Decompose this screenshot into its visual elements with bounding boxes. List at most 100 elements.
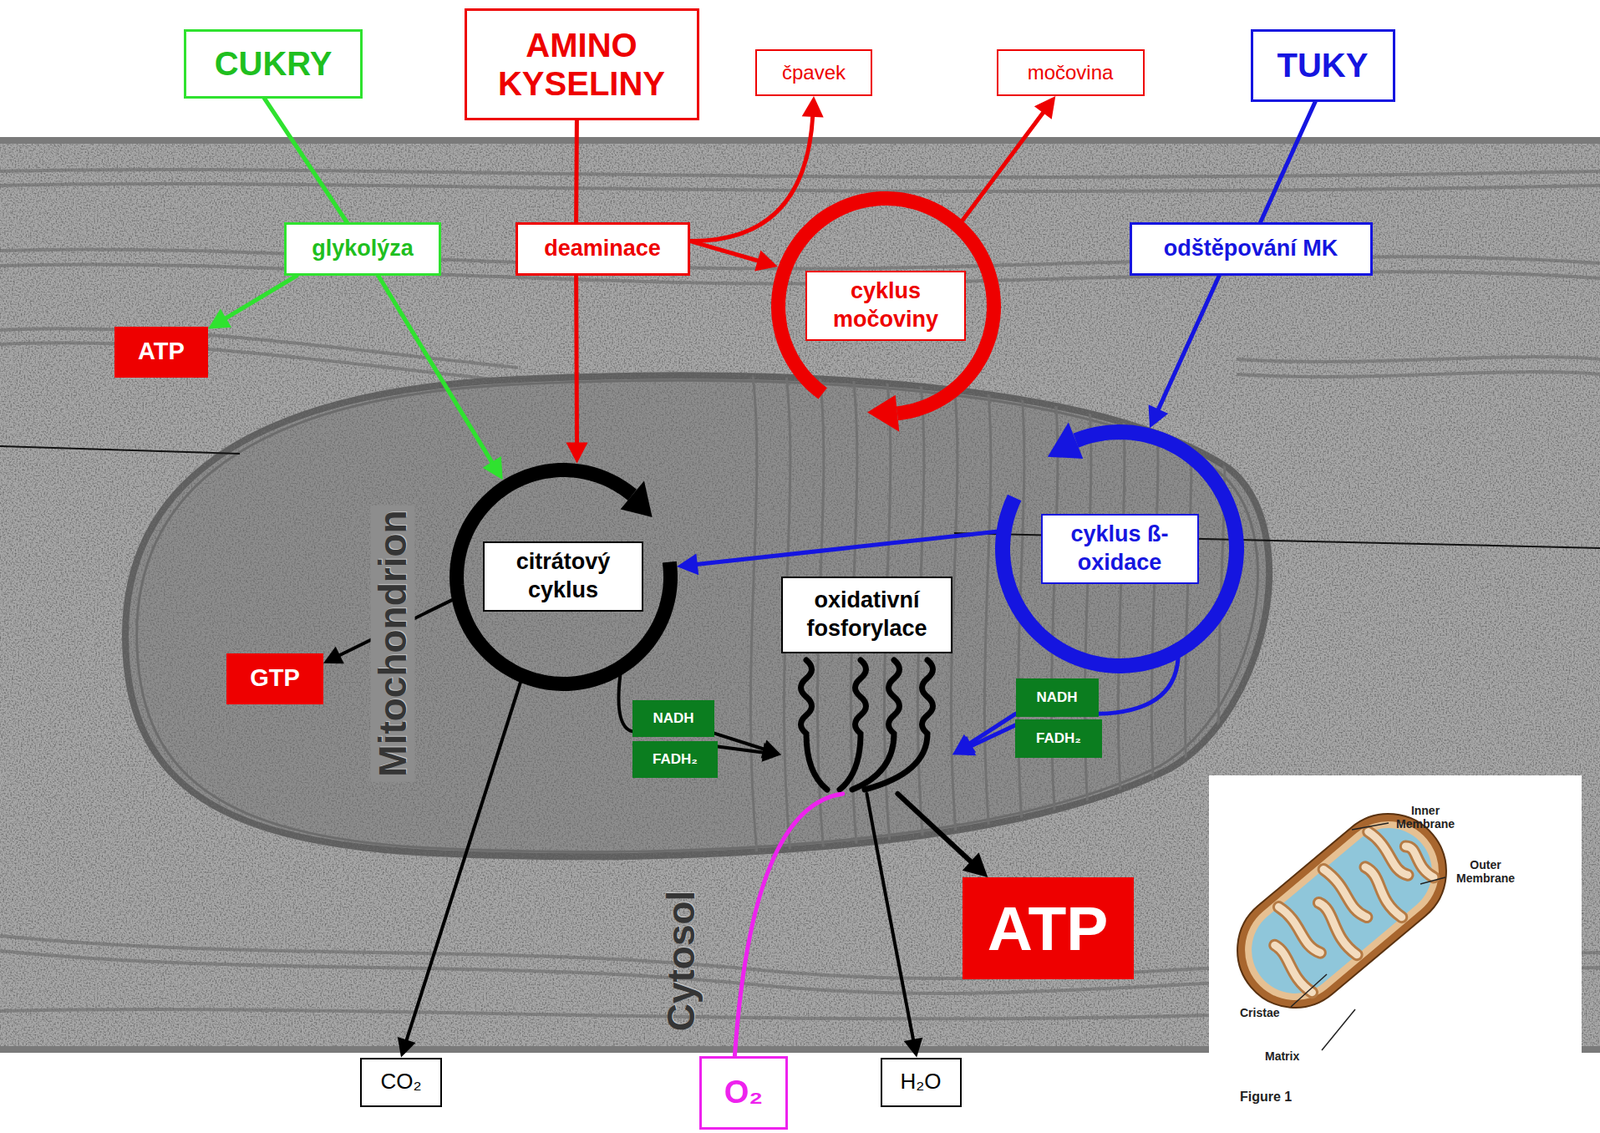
scratch-line bbox=[0, 446, 240, 454]
inset-panel bbox=[1208, 775, 1582, 1128]
connector-line bbox=[867, 793, 915, 1042]
connector-line bbox=[734, 793, 843, 1057]
arrowhead bbox=[761, 740, 782, 759]
flow-arrow bbox=[378, 275, 503, 480]
cycle-arrowhead bbox=[867, 394, 900, 432]
connector-line bbox=[897, 793, 973, 864]
flow-arrow bbox=[690, 96, 824, 241]
connector-line bbox=[618, 675, 633, 732]
energy-badge: ATP bbox=[962, 877, 1134, 980]
arrowhead bbox=[566, 442, 589, 464]
region-label: Cytosol bbox=[659, 885, 704, 1037]
arrowhead bbox=[208, 309, 232, 330]
flow-arrow bbox=[962, 96, 1056, 221]
connector-line bbox=[690, 240, 762, 262]
carrier-box: NADH bbox=[632, 700, 715, 737]
flow-arrow bbox=[952, 713, 1016, 755]
arrowhead bbox=[962, 852, 989, 878]
cycle-arc bbox=[777, 198, 994, 413]
node-text: O₂ bbox=[724, 1074, 763, 1112]
node-text: cyklus močoviny bbox=[805, 270, 966, 341]
region-label: Mitochondrion bbox=[370, 504, 416, 782]
arrowhead bbox=[952, 734, 976, 756]
source-box: AMINO KYSELINY bbox=[464, 8, 700, 121]
node-text: GTP bbox=[249, 664, 300, 692]
flow-arrow bbox=[714, 733, 782, 759]
connector-line bbox=[573, 120, 580, 223]
oxphos-node: oxidativní fosforylace bbox=[781, 576, 953, 794]
arrowhead bbox=[482, 456, 503, 480]
node-text: CUKRY bbox=[214, 44, 333, 83]
node-text: močovina bbox=[1027, 60, 1114, 85]
product-box: H₂O bbox=[880, 1057, 962, 1108]
connector-line bbox=[690, 113, 813, 241]
arrowhead bbox=[1148, 404, 1169, 428]
flow-arrow bbox=[208, 275, 297, 330]
part-label: Cristae bbox=[1239, 1005, 1280, 1020]
connector-line bbox=[264, 98, 347, 224]
flow-arrow bbox=[575, 120, 578, 223]
figure-label: Figure 1 bbox=[1239, 1089, 1292, 1105]
energy-badge: ATP bbox=[114, 326, 209, 378]
cycle-arrowhead bbox=[619, 480, 652, 517]
flow-arrow bbox=[264, 98, 347, 224]
input-box: O₂ bbox=[699, 1056, 788, 1130]
arrowhead bbox=[323, 646, 345, 664]
connector-line bbox=[962, 110, 1046, 221]
flow-arrow bbox=[897, 793, 988, 878]
node-text: FADH₂ bbox=[652, 751, 698, 768]
node-text: NADH bbox=[652, 710, 694, 727]
connector-line bbox=[967, 713, 1016, 745]
node-text: oxidativní fosforylace bbox=[781, 576, 953, 654]
product-box: CO₂ bbox=[360, 1057, 442, 1108]
node-text: ATP bbox=[987, 892, 1108, 965]
node-text: ATP bbox=[137, 337, 185, 366]
connector-line bbox=[573, 275, 580, 446]
waste-box: močovina bbox=[996, 49, 1145, 97]
flow-arrow bbox=[566, 275, 589, 464]
arrowhead bbox=[754, 250, 778, 272]
carrier-box: FADH₂ bbox=[1015, 719, 1103, 758]
arrowhead bbox=[1034, 96, 1056, 120]
connector-line bbox=[406, 682, 521, 1043]
process-box: deaminace bbox=[515, 222, 691, 276]
part-label: Outer Membrane bbox=[1447, 858, 1524, 885]
node-text: cyklus ß-oxidace bbox=[1041, 513, 1199, 585]
node-text: deaminace bbox=[543, 235, 661, 262]
arrowhead bbox=[676, 553, 699, 576]
connector-line bbox=[717, 746, 766, 753]
band-edge bbox=[0, 137, 1600, 144]
leader-lines bbox=[1290, 822, 1446, 1051]
connector-line bbox=[1260, 101, 1316, 224]
connector-line bbox=[223, 275, 297, 320]
flow-arrow bbox=[717, 742, 782, 762]
flow-arrow bbox=[952, 725, 1016, 756]
node-text: odštěpování MK bbox=[1163, 235, 1339, 262]
mitochondrion-illustration bbox=[1213, 790, 1470, 1032]
arrowhead bbox=[904, 1037, 923, 1058]
connector-line bbox=[968, 725, 1016, 747]
process-box: glykolýza bbox=[284, 222, 442, 276]
cycle-circle: cyklus močoviny bbox=[771, 191, 1001, 422]
flow-arrow bbox=[734, 793, 843, 1057]
node-text: NADH bbox=[1036, 689, 1077, 707]
cycle-arc bbox=[456, 469, 671, 684]
flow-arrow bbox=[690, 240, 778, 271]
part-label: Matrix bbox=[1264, 1049, 1300, 1063]
carrier-box: FADH₂ bbox=[632, 741, 718, 778]
cycle-arrowhead bbox=[1047, 421, 1084, 458]
node-text: H₂O bbox=[899, 1069, 941, 1095]
carrier-box: NADH bbox=[1015, 678, 1099, 717]
source-box: CUKRY bbox=[183, 29, 363, 99]
flow-arrow bbox=[618, 675, 633, 732]
cycle-arc bbox=[1002, 431, 1237, 666]
cytosol-ground bbox=[0, 142, 1600, 1048]
node-text: FADH₂ bbox=[1036, 730, 1082, 747]
flow-arrow bbox=[1260, 101, 1316, 224]
flow-arrow bbox=[397, 682, 521, 1058]
cycle-circle: cyklus ß-oxidace bbox=[995, 424, 1245, 674]
cycle-circle: citrátový cyklus bbox=[449, 462, 678, 691]
